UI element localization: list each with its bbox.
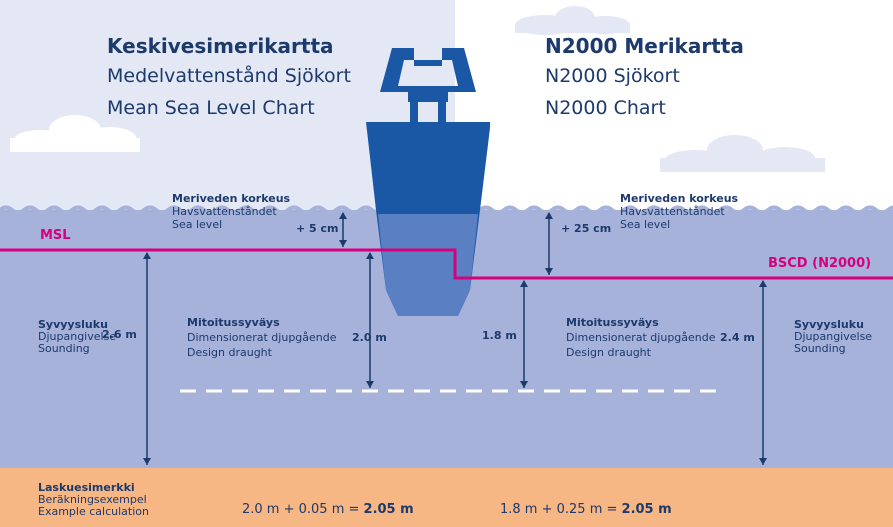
sounding-right-sv: Djupangivelse — [794, 330, 873, 343]
sounding-right-en: Sounding — [794, 342, 846, 355]
cloud-icon — [10, 115, 140, 152]
sounding-left-en: Sounding — [38, 342, 90, 355]
calc-left: 2.0 m + 0.05 m = 2.05 m — [242, 502, 414, 517]
draught-right-value: 1.8 m — [482, 329, 517, 342]
cloud-icon — [660, 135, 825, 172]
ship-icon — [366, 48, 490, 316]
sea-level-left-sv: Havsvattenståndet — [172, 205, 277, 218]
left-title-fi: Keskivesimerikartta — [107, 34, 334, 58]
sea-level-left-fi: Meriveden korkeus — [172, 192, 291, 205]
example-en: Example calculation — [38, 505, 149, 518]
sounding-right-fi: Syvyysluku — [794, 318, 864, 331]
right-title-en: N2000 Chart — [545, 97, 666, 119]
draught-right-en: Design draught — [566, 346, 651, 359]
sea-level-right-en: Sea level — [620, 218, 671, 231]
sea-level-right-value: + 25 cm — [561, 222, 612, 235]
sky-right-panel — [455, 0, 893, 210]
draught-right-sv: Dimensionerat djupgående — [566, 331, 716, 344]
left-title-sv: Medelvattenstånd Sjökort — [107, 65, 351, 87]
calc-left-result: 2.05 m — [363, 502, 414, 517]
cloud-icon — [515, 6, 630, 35]
draught-left-sv: Dimensionerat djupgående — [187, 331, 337, 344]
example-sv: Beräkningsexempel — [38, 493, 147, 506]
calc-right-expr: 1.8 m + 0.25 m = — [500, 502, 622, 517]
sea-level-right-fi: Meriveden korkeus — [620, 192, 739, 205]
sounding-left-sv: Djupangivelse — [38, 330, 117, 343]
draught-left-fi: Mitoitussyväys — [187, 316, 280, 329]
example-fi: Laskuesimerkki — [38, 481, 135, 494]
sea-level-left-en: Sea level — [172, 218, 223, 231]
bscd-label: BSCD (N2000) — [768, 256, 872, 271]
calc-right: 1.8 m + 0.25 m = 2.05 m — [500, 502, 672, 517]
sounding-right-value: 2.4 m — [720, 331, 755, 344]
calc-left-expr: 2.0 m + 0.05 m = — [242, 502, 364, 517]
msl-reference-line — [0, 248, 893, 280]
draught-left-en: Design draught — [187, 346, 272, 359]
calc-right-result: 2.05 m — [621, 502, 672, 517]
sounding-left-value: 2.6 m — [102, 328, 137, 341]
draught-left-value: 2.0 m — [352, 331, 387, 344]
right-title-sv: N2000 Sjökort — [545, 65, 680, 87]
right-title-fi: N2000 Merikartta — [545, 34, 744, 58]
left-title-en: Mean Sea Level Chart — [107, 97, 315, 119]
sounding-left-fi: Syvyysluku — [38, 318, 108, 331]
msl-label: MSL — [40, 228, 71, 243]
draught-right-fi: Mitoitussyväys — [566, 316, 659, 329]
sea-level-right-sv: Havsvattenståndet — [620, 205, 725, 218]
cloud-icon — [835, 50, 893, 70]
seabed — [0, 468, 893, 527]
sea-level-left-value: + 5 cm — [296, 222, 339, 235]
